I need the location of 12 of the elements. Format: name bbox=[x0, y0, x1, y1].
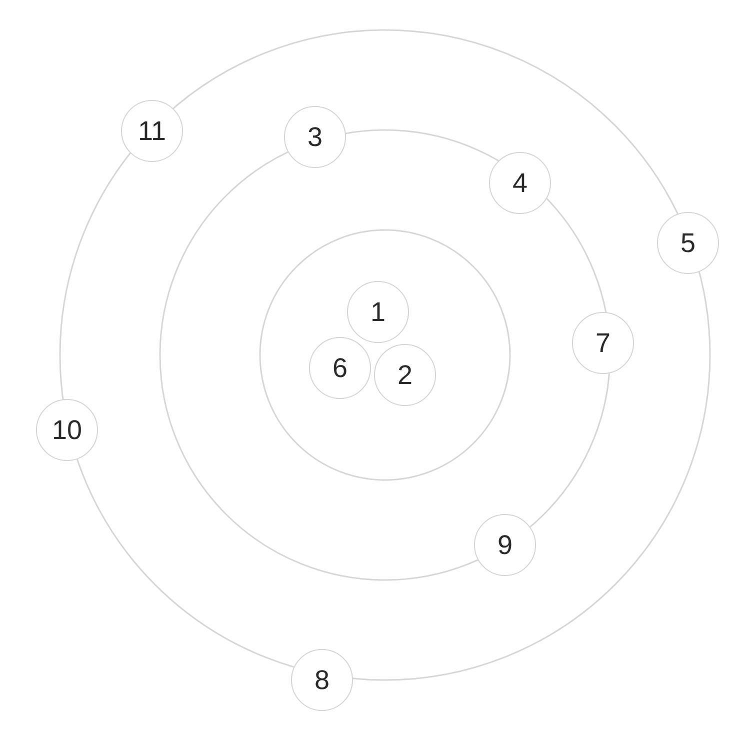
node-number: 11 bbox=[138, 118, 166, 144]
numbered-circle bbox=[121, 100, 183, 162]
node-number: 4 bbox=[512, 170, 528, 196]
node-number: 7 bbox=[595, 330, 611, 356]
node-number: 9 bbox=[497, 532, 513, 558]
node-number: 2 bbox=[397, 362, 413, 388]
node-number: 3 bbox=[307, 124, 323, 150]
node-number: 8 bbox=[314, 666, 330, 694]
node-number: 10 bbox=[52, 416, 82, 444]
node-number: 5 bbox=[680, 230, 696, 256]
node-number: 6 bbox=[332, 354, 348, 382]
node-number: 1 bbox=[370, 298, 386, 326]
